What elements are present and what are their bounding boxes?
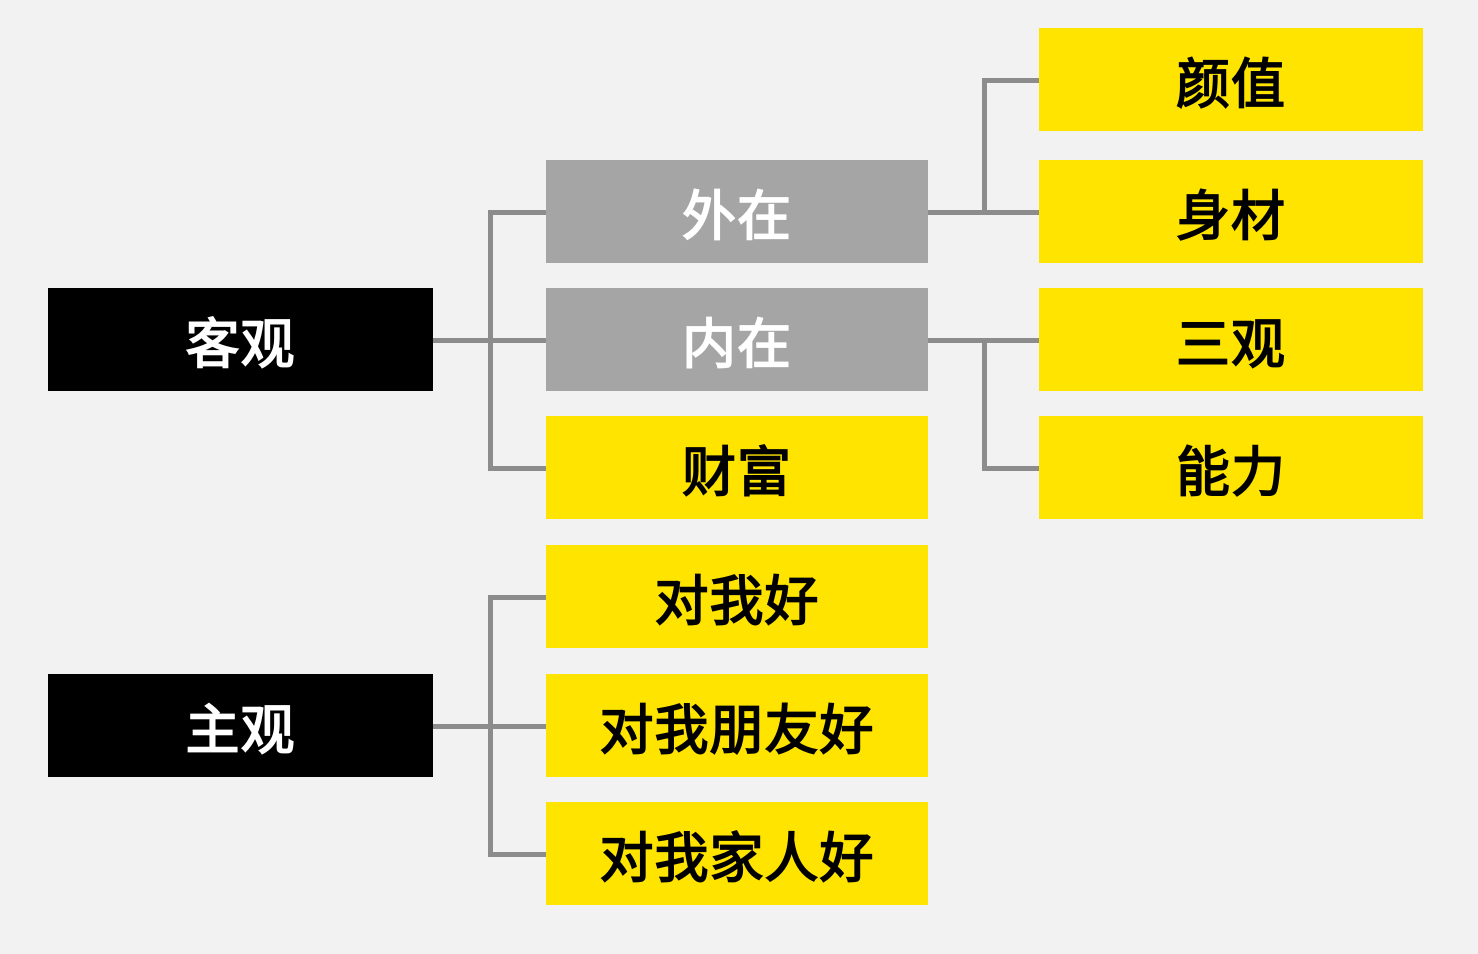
node-keguan: 客观 — [48, 288, 433, 391]
node-zhuguan: 主观 — [48, 674, 433, 777]
connector-segment — [488, 595, 493, 729]
connector-segment — [928, 338, 986, 343]
connector-segment — [982, 210, 1039, 215]
node-shencai: 身材 — [1039, 160, 1423, 263]
connector-segment — [488, 210, 546, 215]
node-dui-jiaren-hao: 对我家人好 — [546, 802, 928, 905]
connector-segment — [488, 595, 546, 600]
connector-segment — [488, 210, 493, 343]
connector-segment — [488, 338, 493, 471]
node-sanguan: 三观 — [1039, 288, 1423, 391]
node-caifu: 财富 — [546, 416, 928, 519]
connector-segment — [928, 210, 986, 215]
node-dui-pengyou-hao: 对我朋友好 — [546, 674, 928, 777]
connector-segment — [982, 78, 987, 215]
node-yanzhi: 颜值 — [1039, 28, 1423, 131]
connector-segment — [433, 338, 492, 343]
connector-segment — [488, 338, 546, 343]
connector-segment — [488, 724, 546, 729]
connector-segment — [982, 338, 1039, 343]
node-neizai: 内在 — [546, 288, 928, 391]
connector-segment — [982, 78, 1039, 83]
connector-segment — [488, 466, 546, 471]
node-dui-wo-hao: 对我好 — [546, 545, 928, 648]
connector-segment — [433, 724, 492, 729]
node-nengli: 能力 — [1039, 416, 1423, 519]
connector-segment — [488, 724, 493, 857]
connector-segment — [488, 852, 546, 857]
node-waizai: 外在 — [546, 160, 928, 263]
connector-segment — [982, 466, 1039, 471]
connector-segment — [982, 338, 987, 471]
